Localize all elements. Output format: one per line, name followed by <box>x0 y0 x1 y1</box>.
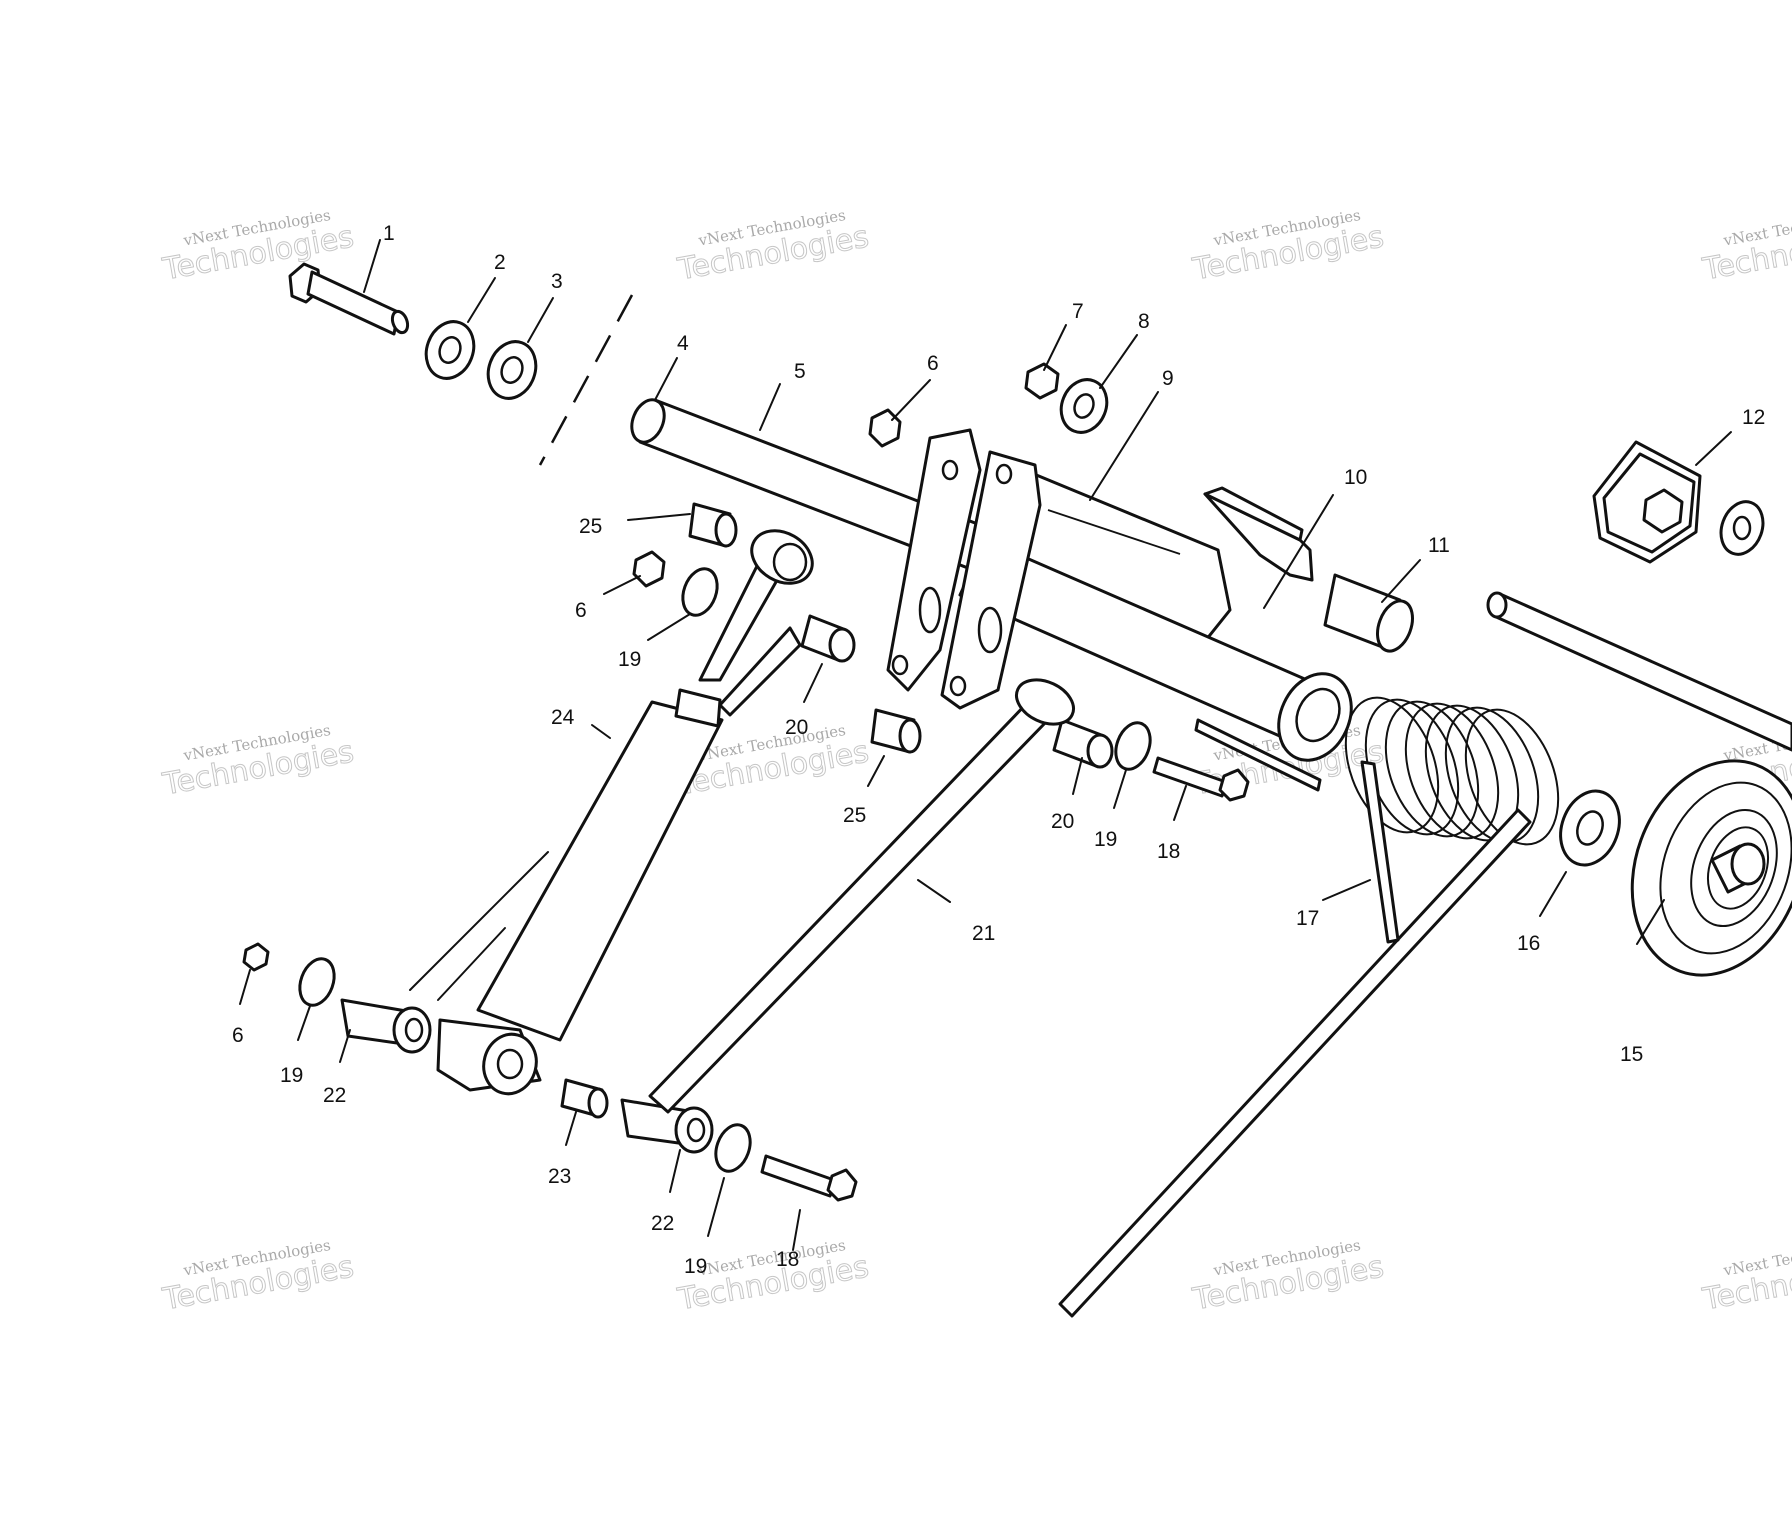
part-15-idler-wheel <box>1630 759 1792 977</box>
part-1-bolt <box>288 262 410 336</box>
spring-arm-short <box>1360 760 1400 944</box>
axis-dash-line <box>538 294 634 466</box>
callout-25: 25 <box>843 804 866 827</box>
part-25-bushing <box>688 502 738 548</box>
watermark: Technologies vNext Technologies <box>159 721 357 803</box>
part-19-washer <box>714 1123 752 1173</box>
callout-6: 6 <box>232 1024 244 1047</box>
callout-15: 15 <box>1620 1043 1643 1066</box>
part-21-long-link <box>648 678 1075 1114</box>
rear-axle-shaft <box>1486 591 1792 752</box>
callout-3: 3 <box>551 270 563 293</box>
part-12-slide-block <box>1592 440 1702 564</box>
callout-17: 17 <box>1296 907 1319 930</box>
spring-arm-long <box>1058 808 1532 1318</box>
part-7-nut <box>1024 362 1060 400</box>
callout-12: 12 <box>1742 406 1765 429</box>
part-22-bushing <box>340 998 432 1054</box>
leader-lines <box>239 239 1732 1251</box>
callout-22: 22 <box>323 1084 346 1107</box>
callout-18: 18 <box>776 1248 799 1271</box>
callout-22: 22 <box>651 1212 674 1235</box>
shock-rod-line <box>409 851 549 991</box>
callout-23: 23 <box>548 1165 571 1188</box>
callout-16: 16 <box>1517 932 1540 955</box>
part-20-pin <box>1052 718 1114 769</box>
part-11-shaft-end <box>1323 573 1414 653</box>
callout-5: 5 <box>794 360 806 383</box>
part-24-shock-absorber <box>409 688 724 1042</box>
callout-10: 10 <box>1344 466 1367 489</box>
part-18-bolt <box>1152 756 1250 802</box>
callout-18: 18 <box>1157 840 1180 863</box>
watermark: Technologies vNext Technologies <box>159 206 357 288</box>
callout-8: 8 <box>1138 310 1150 333</box>
part-25-bushing <box>870 708 922 754</box>
callout-6: 6 <box>575 599 587 622</box>
watermark: Technologies vNext Technologies <box>1699 1236 1792 1318</box>
part-20-pin <box>800 614 856 663</box>
part-6-nut <box>632 550 666 588</box>
shock-lower-eye <box>436 1018 542 1096</box>
part-19-washer <box>298 957 336 1007</box>
watermark: Technologies vNext Technologies <box>1699 206 1792 288</box>
part-2-washer-hole <box>438 336 462 364</box>
part-8-washer-hole <box>1073 393 1095 419</box>
mounting-bracket-plates <box>886 428 1042 710</box>
arm-edge-line <box>1047 509 1181 555</box>
callout-labels: 1 2 3 4 5 6 6 6 7 8 9 10 11 12 15 16 17 … <box>232 222 1765 1278</box>
callout-11: 11 <box>1428 534 1450 557</box>
callout-9: 9 <box>1162 367 1174 390</box>
shock-rod-line <box>437 927 506 1001</box>
watermark: Technologies vNext Technologies <box>159 1236 357 1318</box>
callout-4: 4 <box>677 332 689 355</box>
part-16-washer-hole <box>1576 810 1604 846</box>
part-6-nut <box>242 942 270 972</box>
callout-7: 7 <box>1072 300 1084 323</box>
upper-link-arm <box>698 529 814 717</box>
callout-20: 20 <box>785 716 808 739</box>
part-19-washer <box>681 567 719 617</box>
callout-20: 20 <box>1051 810 1074 833</box>
callout-19: 19 <box>684 1255 707 1278</box>
part-18-bolt <box>760 1154 858 1202</box>
callout-19: 19 <box>280 1064 303 1087</box>
watermark: Technologies vNext Technologies <box>1189 1236 1387 1318</box>
callout-25: 25 <box>579 515 602 538</box>
watermark: Technologies vNext Technologies <box>674 206 872 288</box>
part-23-bushing <box>560 1078 609 1119</box>
callout-24: 24 <box>551 706 575 729</box>
callout-19: 19 <box>618 648 641 671</box>
part-19-washer <box>1114 721 1152 771</box>
part-washer-hole <box>1732 515 1752 541</box>
callout-6: 6 <box>927 352 939 375</box>
part-17-torsion-spring <box>1058 696 1560 1318</box>
callout-2: 2 <box>494 251 506 274</box>
callout-19: 19 <box>1094 828 1117 851</box>
part-3-washer-hole <box>500 356 524 384</box>
callout-1: 1 <box>383 222 395 245</box>
callout-21: 21 <box>972 922 995 945</box>
watermark: Technologies vNext Technologies <box>1189 206 1387 288</box>
